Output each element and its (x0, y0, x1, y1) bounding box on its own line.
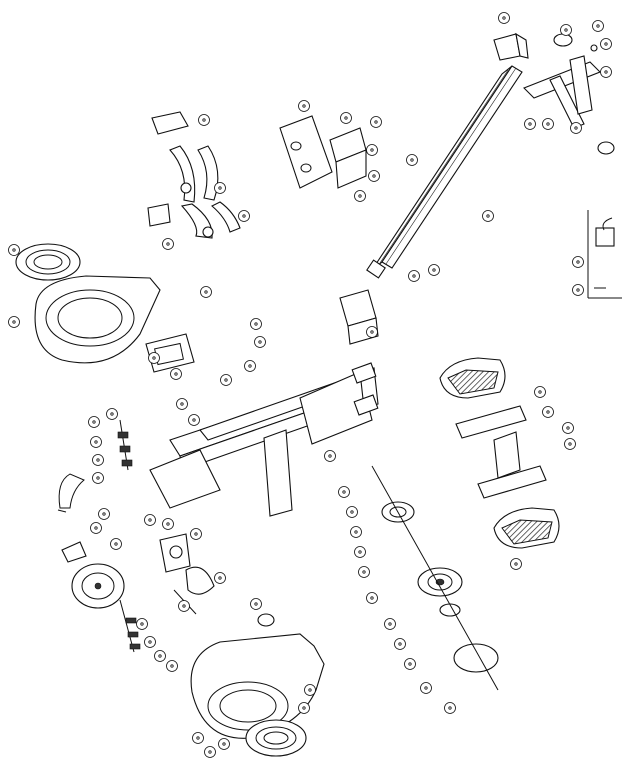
callout-number-mark (432, 268, 436, 272)
callout-number-mark (342, 490, 346, 494)
main-frame (149, 362, 379, 517)
callout-number-mark (350, 510, 354, 514)
callout-number-mark (166, 522, 170, 526)
callout-number-mark (374, 120, 378, 124)
callout-number-mark (538, 390, 542, 394)
callout-number-mark (604, 42, 608, 46)
footrest-top (439, 357, 506, 399)
callout-number-mark (564, 28, 568, 32)
callout-number-mark (218, 186, 222, 190)
callout-number-mark (242, 214, 246, 218)
callout-number-mark (424, 686, 428, 690)
callout-number-mark (92, 420, 96, 424)
callout-number-mark (204, 290, 208, 294)
callout-number-mark (218, 576, 222, 580)
bolt-set-left (117, 419, 133, 471)
callout-number-mark (354, 530, 358, 534)
callout-number-mark (248, 364, 252, 368)
callout-number-mark (370, 330, 374, 334)
callout-number-mark (358, 194, 362, 198)
callout-number-mark (140, 622, 144, 626)
callout-number-mark (148, 640, 152, 644)
callout-number-mark (158, 654, 162, 658)
callout-number-mark (448, 706, 452, 710)
callout-number-mark (566, 426, 570, 430)
callout-number-mark (180, 402, 184, 406)
callout-number-mark (166, 242, 170, 246)
rear-right-cover (190, 613, 325, 757)
callout-number-mark (574, 126, 578, 130)
callout-number-mark (308, 688, 312, 692)
rail-end-cap (493, 32, 529, 61)
foot-strap-bracket (145, 289, 379, 373)
callout-number-mark (192, 418, 196, 422)
callout-number-mark (528, 122, 532, 126)
callout-number-mark (546, 122, 550, 126)
seat-assembly (279, 115, 367, 189)
callout-number-mark (302, 706, 306, 710)
callout-number-mark (170, 664, 174, 668)
callout-number-mark (568, 442, 572, 446)
callout-number-mark (302, 104, 306, 108)
callout-number-mark (94, 526, 98, 530)
callout-number-mark (182, 604, 186, 608)
callout-number-mark (388, 622, 392, 626)
pulley-wheel (61, 541, 141, 653)
callout-number-mark (110, 412, 114, 416)
callout-number-mark (96, 458, 100, 462)
callout-number-mark (94, 440, 98, 444)
callout-number-mark (514, 562, 518, 566)
callout-number-mark (546, 410, 550, 414)
callout-number-mark (372, 174, 376, 178)
callout-number-mark (408, 662, 412, 666)
callout-number-mark (114, 542, 118, 546)
callout-number-mark (328, 454, 332, 458)
rear-stabilizer (523, 33, 615, 155)
callout-number-mark (222, 742, 226, 746)
callout-number-mark (102, 512, 106, 516)
callout-number-mark (502, 16, 506, 20)
callout-number-mark (174, 372, 178, 376)
callout-number-mark (148, 518, 152, 522)
slide-rail (366, 65, 523, 279)
callout-number-mark (96, 476, 100, 480)
callout-number-mark (576, 288, 580, 292)
callout-number-mark (194, 532, 198, 536)
callout-number-mark (410, 158, 414, 162)
flywheel-assembly (371, 465, 499, 691)
footrest-plates (455, 405, 547, 499)
monitor-bracket (587, 210, 622, 299)
callout-number-mark (258, 340, 262, 344)
callout-number-mark (358, 550, 362, 554)
footrest-bottom (493, 507, 560, 549)
callout-number-mark (412, 274, 416, 278)
callout-number-mark (370, 148, 374, 152)
callout-number-mark (152, 356, 156, 360)
callout-number-mark (486, 214, 490, 218)
callout-number-mark (208, 750, 212, 754)
callout-number-mark (576, 260, 580, 264)
drive-belt (57, 473, 85, 513)
callout-number-mark (254, 602, 258, 606)
callout-number-mark (370, 596, 374, 600)
callout-number-mark (12, 320, 16, 324)
callout-number-mark (224, 378, 228, 382)
handlebar-parts (147, 111, 241, 239)
callout-number-mark (398, 642, 402, 646)
front-left-cover (15, 243, 161, 364)
callout-markers (8, 12, 612, 758)
callout-number-mark (362, 570, 366, 574)
callout-number-mark (202, 118, 206, 122)
callout-number-mark (596, 24, 600, 28)
callout-number-mark (604, 70, 608, 74)
callout-number-mark (254, 322, 258, 326)
callout-number-mark (344, 116, 348, 120)
callout-number-mark (12, 248, 16, 252)
callout-number-mark (196, 736, 200, 740)
